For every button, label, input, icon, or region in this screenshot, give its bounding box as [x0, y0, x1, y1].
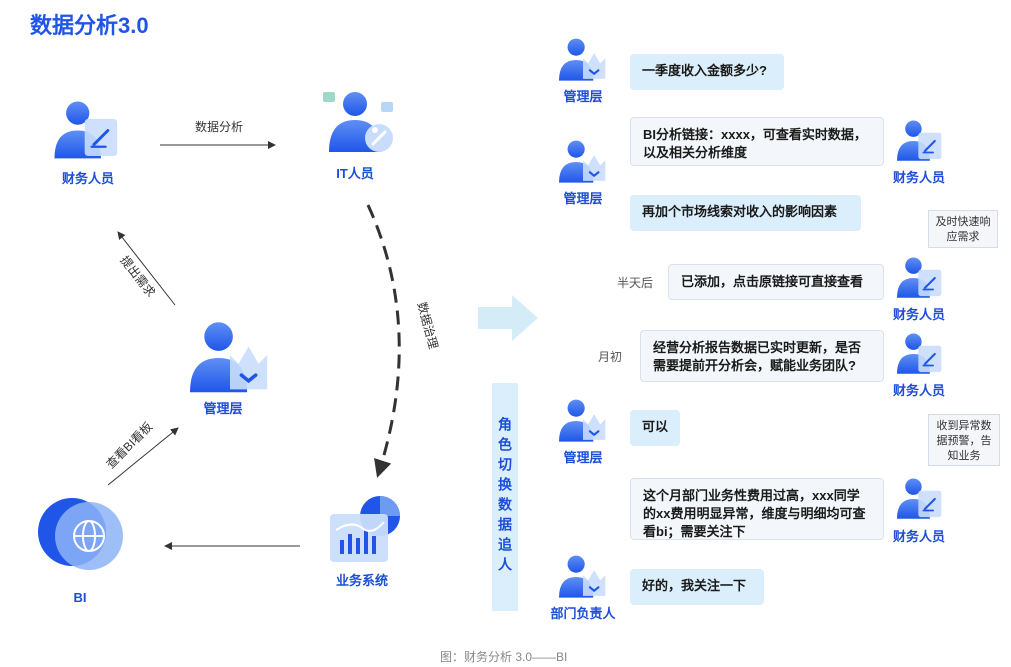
- page-title: 数据分析3.0: [30, 13, 149, 38]
- node-business-system-label: 业务系统: [335, 573, 388, 588]
- note-timely: 及时快速响应需求: [928, 210, 998, 248]
- node-finance-label: 财务人员: [61, 171, 114, 186]
- diagram-canvas: [107, 141, 401, 550]
- node-it-label: IT人员: [336, 166, 374, 181]
- manager-avatar-icon: [551, 138, 615, 186]
- figure-caption: 图：财务分析 3.0——BI: [440, 650, 568, 664]
- chat-role-finance: 财务人员: [892, 383, 945, 398]
- edge-manager-to-finance: [117, 231, 176, 306]
- finance-avatar-icon: [893, 476, 947, 522]
- edge-governance-curve: [366, 204, 401, 478]
- chat-role-manager: 管理层: [563, 191, 603, 206]
- manager-avatar-icon: [551, 36, 615, 84]
- manager-avatar-icon: [551, 397, 615, 445]
- business-system-icon: [330, 496, 400, 562]
- finance-person-icon: [52, 98, 122, 163]
- finance-avatar-icon: [893, 331, 947, 377]
- chat-role-manager: 管理层: [563, 89, 603, 104]
- chat-role-finance: 财务人员: [892, 307, 945, 322]
- chat-message: 好的，我关注一下: [630, 569, 764, 605]
- role-switch-bar: 角色切换数据追人: [492, 383, 518, 611]
- chat-message: 这个月部门业务性费用过高，xxx同学的xx费用明显异常，维度与明细均可查看bi；…: [630, 478, 884, 540]
- chat-message: 已添加，点击原链接可直接查看: [668, 264, 884, 300]
- time-month-start: 月初: [598, 350, 623, 364]
- manager-person-icon: [178, 318, 282, 398]
- node-manager-label: 管理层: [203, 401, 243, 416]
- chat-message: 经营分析报告数据已实时更新，是否需要提前开分析会，赋能业务团队?: [640, 330, 884, 382]
- finance-avatar-icon: [893, 118, 947, 164]
- chat-role-manager: 管理层: [563, 450, 603, 465]
- note-alert: 收到异常数据预警，告知业务: [928, 414, 1000, 466]
- it-person-icon: [323, 92, 393, 152]
- edge-bi-to-manager: [107, 427, 179, 486]
- chat-message: 一季度收入金额多少?: [630, 54, 784, 90]
- finance-avatar-icon: [893, 255, 947, 301]
- chat-role-finance: 财务人员: [892, 170, 945, 185]
- chat-message: BI分析链接：xxxx，可查看实时数据，以及相关分析维度: [630, 117, 884, 166]
- edge-label-data-analysis: 数据分析: [195, 120, 244, 134]
- node-bi-label: BI: [73, 590, 87, 605]
- chat-message: 再加个市场线索对收入的影响因素: [630, 195, 861, 231]
- chat-message: 可以: [630, 410, 680, 446]
- chat-role-dept-head: 部门负责人: [550, 606, 616, 621]
- time-half-day: 半天后: [617, 276, 654, 290]
- dept-head-avatar-icon: [551, 553, 615, 601]
- transition-arrow-icon: [478, 295, 538, 341]
- bi-globe-icon: [38, 498, 123, 570]
- chat-role-finance: 财务人员: [892, 529, 945, 544]
